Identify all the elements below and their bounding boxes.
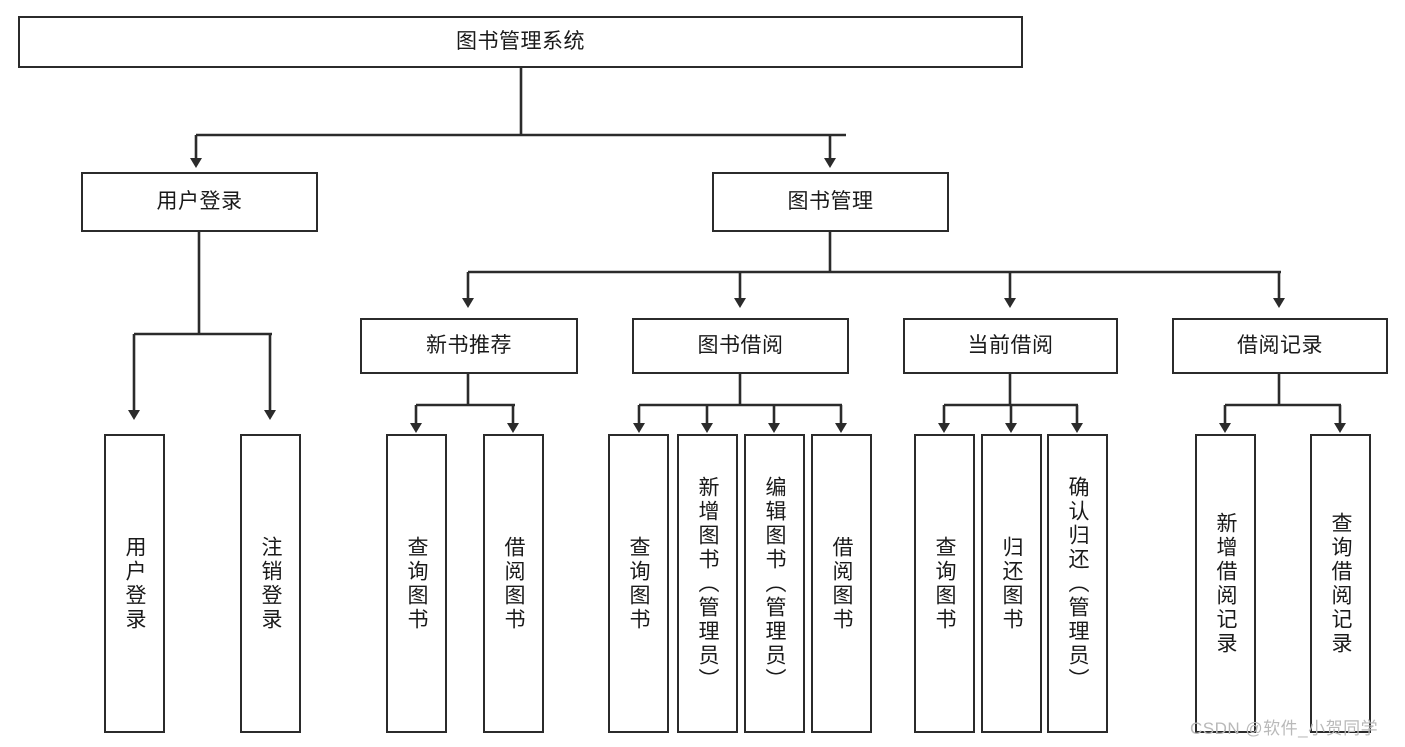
leaf-user-login-label: 用户登录 (123, 535, 146, 632)
leaf-query-book-2-label: 查询图书 (627, 535, 650, 632)
node-new-book-recommend[interactable]: 新书推荐 (360, 318, 578, 374)
node-book-manage-label: 图书管理 (787, 190, 874, 214)
leaf-add-record[interactable]: 新增借阅记录 (1195, 434, 1256, 733)
node-root[interactable]: 图书管理系统 (18, 16, 1023, 68)
node-root-label: 图书管理系统 (456, 30, 585, 54)
node-book-borrow-label: 图书借阅 (697, 334, 784, 358)
leaf-logout[interactable]: 注销登录 (240, 434, 301, 733)
leaf-add-book[interactable]: 新增图书（管理员） (677, 434, 738, 733)
node-borrow-record-label: 借阅记录 (1237, 334, 1323, 358)
csdn-watermark: CSDN @软件_小贺同学 (1190, 719, 1379, 738)
leaf-add-record-label: 新增借阅记录 (1214, 511, 1237, 656)
leaf-query-record-label: 查询借阅记录 (1329, 511, 1352, 656)
leaf-query-book-3-label: 查询图书 (933, 535, 956, 632)
leaf-confirm-return-label: 确认归还（管理员） (1066, 475, 1089, 692)
leaf-edit-book[interactable]: 编辑图书（管理员） (744, 434, 805, 733)
leaf-add-book-label: 新增图书（管理员） (696, 475, 719, 692)
leaf-logout-label: 注销登录 (259, 535, 282, 632)
node-current-borrow-label: 当前借阅 (967, 334, 1054, 358)
node-borrow-record[interactable]: 借阅记录 (1172, 318, 1388, 374)
leaf-return-book-label: 归还图书 (1000, 535, 1023, 632)
leaf-borrow-book-1-label: 借阅图书 (502, 535, 525, 632)
leaf-query-record[interactable]: 查询借阅记录 (1310, 434, 1371, 733)
leaf-query-book-3[interactable]: 查询图书 (914, 434, 975, 733)
node-user-login[interactable]: 用户登录 (81, 172, 318, 232)
leaf-edit-book-label: 编辑图书（管理员） (763, 475, 786, 692)
leaf-return-book[interactable]: 归还图书 (981, 434, 1042, 733)
leaf-borrow-book-1[interactable]: 借阅图书 (483, 434, 544, 733)
leaf-borrow-book-2-label: 借阅图书 (830, 535, 853, 632)
leaf-borrow-book-2[interactable]: 借阅图书 (811, 434, 872, 733)
leaf-query-book-2[interactable]: 查询图书 (608, 434, 669, 733)
leaf-query-book-1[interactable]: 查询图书 (386, 434, 447, 733)
node-new-book-recommend-label: 新书推荐 (426, 334, 512, 358)
leaf-user-login[interactable]: 用户登录 (104, 434, 165, 733)
node-current-borrow[interactable]: 当前借阅 (903, 318, 1118, 374)
node-user-login-label: 用户登录 (156, 190, 243, 214)
node-book-borrow[interactable]: 图书借阅 (632, 318, 849, 374)
leaf-confirm-return[interactable]: 确认归还（管理员） (1047, 434, 1108, 733)
node-book-manage[interactable]: 图书管理 (712, 172, 949, 232)
leaf-query-book-1-label: 查询图书 (405, 535, 428, 632)
